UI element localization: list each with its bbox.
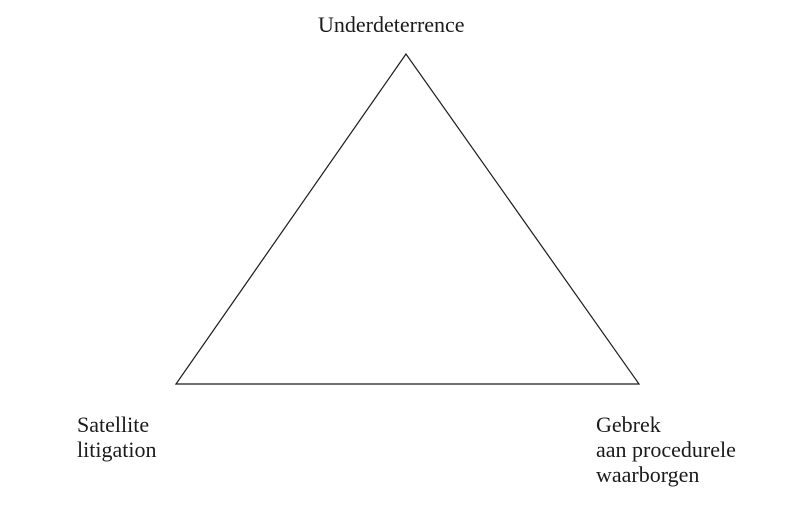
vertex-label-bottom-left: Satellite litigation (77, 412, 156, 462)
triangle-shape (174, 52, 641, 385)
vertex-label-top: Underdeterrence (318, 12, 465, 37)
vertex-label-bottom-left-line-1: Satellite (77, 412, 150, 437)
vertex-label-bottom-right-line-2: aan procedurele (596, 437, 736, 462)
vertex-label-bottom-right: Gebrek aan procedurele waarborgen (596, 412, 736, 487)
vertex-label-top-line-1: Underdeterrence (318, 12, 465, 37)
vertex-label-bottom-right-line-1: Gebrek (596, 412, 661, 437)
vertex-label-bottom-right-line-3: waarborgen (596, 462, 700, 487)
vertex-label-bottom-left-line-2: litigation (77, 437, 157, 462)
